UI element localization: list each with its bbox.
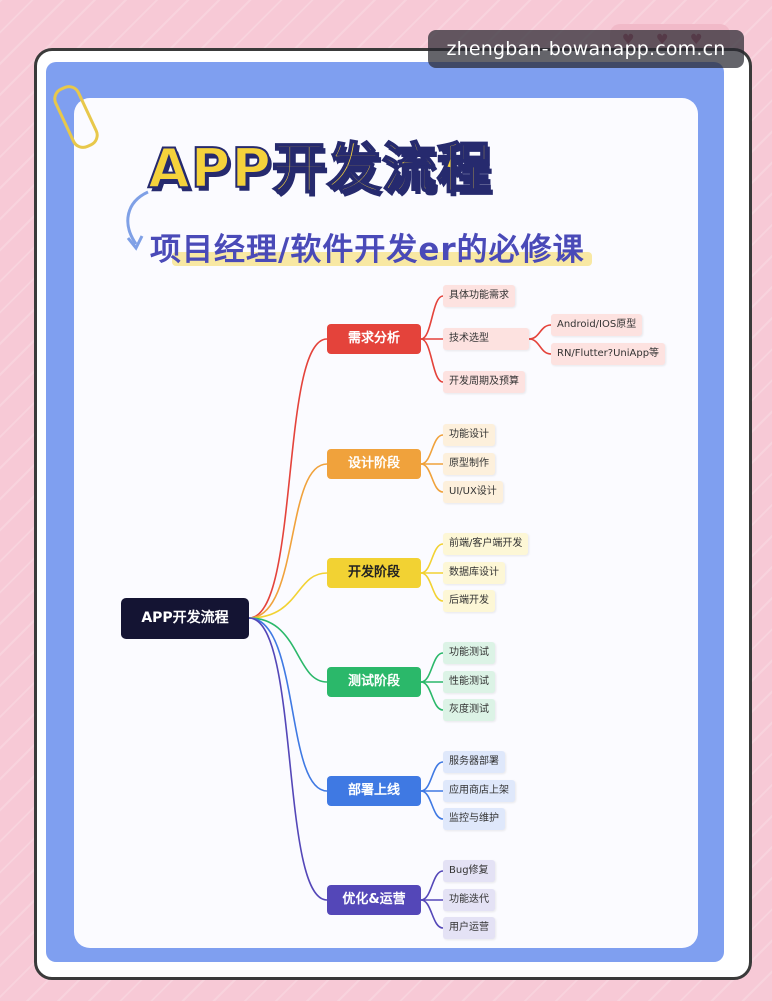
- leaf-node: 监控与维护: [443, 808, 505, 830]
- leaf-node: Bug修复: [443, 860, 495, 882]
- leaf-node: 应用商店上架: [443, 780, 515, 802]
- stage-deployment: 部署上线: [327, 776, 421, 806]
- leaf-node: 功能迭代: [443, 889, 495, 911]
- stage-requirements: 需求分析: [327, 324, 421, 354]
- sub-leaf-node: Android/IOS原型: [551, 314, 643, 336]
- page-subtitle: 项目经理/软件开发er的必修课: [150, 232, 585, 268]
- leaf-node: 具体功能需求: [443, 285, 515, 307]
- leaf-node: 用户运营: [443, 917, 495, 939]
- leaf-node: 开发周期及预算: [443, 371, 525, 393]
- subtitle-highlight: [172, 252, 592, 266]
- leaf-node: 技术选型: [443, 328, 529, 350]
- stage-development: 开发阶段: [327, 558, 421, 588]
- stage-operations: 优化&运营: [327, 885, 421, 915]
- sub-leaf-node: RN/Flutter?UniApp等: [551, 343, 666, 365]
- leaf-node: 性能测试: [443, 671, 495, 693]
- leaf-node: 原型制作: [443, 453, 495, 475]
- leaf-node: 后端开发: [443, 590, 495, 612]
- watermark-text: zhengban-bowanapp.com.cn: [428, 30, 744, 68]
- diagram-paper: [74, 98, 698, 948]
- leaf-node: 功能测试: [443, 642, 495, 664]
- page-title: APP开发流程: [147, 136, 492, 201]
- leaf-node: 前端/客户端开发: [443, 533, 529, 555]
- curved-arrow-icon: [126, 190, 149, 251]
- leaf-node: 灰度测试: [443, 699, 495, 721]
- leaf-node: 服务器部署: [443, 751, 505, 773]
- stage-design: 设计阶段: [327, 449, 421, 479]
- leaf-node: 数据库设计: [443, 562, 505, 584]
- leaf-node: 功能设计: [443, 424, 495, 446]
- root-node: APP开发流程: [121, 598, 249, 639]
- stage-testing: 测试阶段: [327, 667, 421, 697]
- leaf-node: UI/UX设计: [443, 481, 503, 503]
